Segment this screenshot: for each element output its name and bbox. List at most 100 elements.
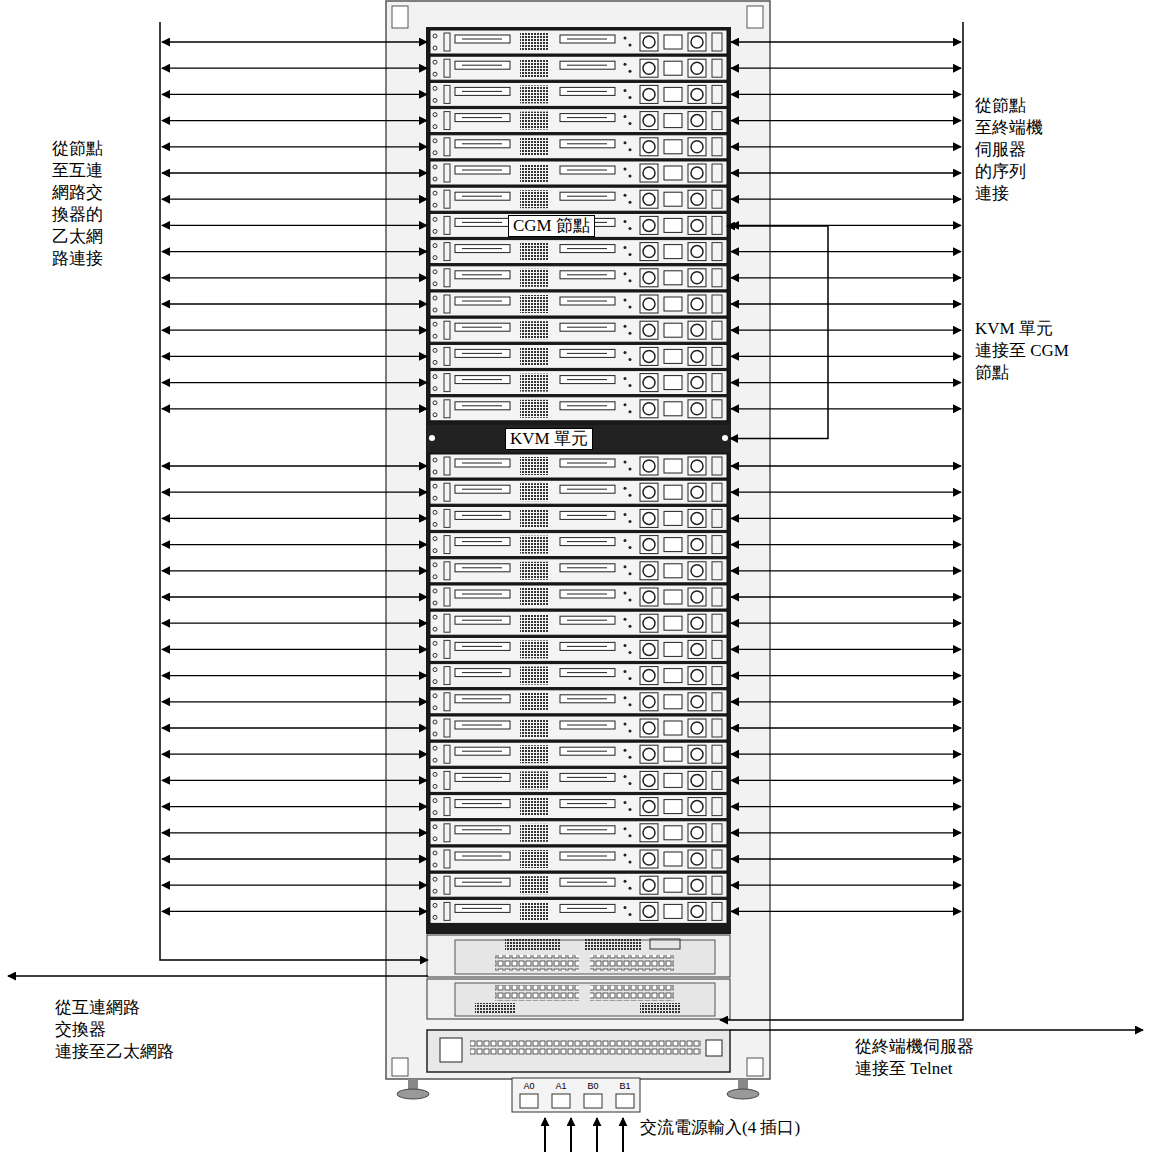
ethernet-arrow <box>162 465 427 466</box>
serial-arrow <box>731 832 961 833</box>
server-unit <box>430 821 727 845</box>
ethernet-arrow <box>162 303 427 304</box>
ethernet-arrow <box>162 885 427 886</box>
ethernet-arrow <box>162 518 427 519</box>
side-caption: 從節點 至互連 網路交 換器的 乙太網 路連接 <box>52 138 112 270</box>
serial-arrow <box>731 172 961 173</box>
ethernet-arrow <box>162 649 427 650</box>
server-unit <box>430 506 727 530</box>
serial-arrow <box>731 251 961 252</box>
ethernet-arrow <box>162 701 427 702</box>
server-unit <box>430 187 727 211</box>
serial-arrow <box>731 570 961 571</box>
ethernet-arrow <box>162 277 427 278</box>
switch-ports <box>590 955 674 971</box>
server-unit <box>430 480 727 504</box>
power-arrow <box>544 1118 546 1152</box>
serial-arrow <box>731 303 961 304</box>
serial-arrow <box>731 754 961 755</box>
ethernet-arrow <box>162 68 427 69</box>
server-unit <box>430 690 727 714</box>
server-unit <box>430 768 727 792</box>
ethernet-out-arrow <box>8 975 428 977</box>
ethernet-arrow <box>162 806 427 807</box>
switch-module <box>650 939 680 949</box>
serial-arrow <box>731 382 961 383</box>
serial-arrow <box>731 277 961 278</box>
ethernet-arrow <box>162 858 427 859</box>
power-caption: 交流電源輸入(4 插口) <box>640 1117 800 1139</box>
kvm-screw <box>722 435 728 441</box>
server-unit <box>430 109 727 133</box>
terminal-console <box>706 1040 722 1056</box>
rack-foot <box>727 1089 759 1099</box>
serial-arrow <box>731 41 961 42</box>
rack-interior <box>426 27 731 934</box>
node-arrow-group <box>162 42 961 911</box>
bottom-caption: 從互連網路 交換器 連接至乙太網路 <box>55 997 187 1063</box>
server-unit <box>430 161 727 185</box>
kvm-connector <box>727 226 828 439</box>
serial-arrow <box>731 330 961 331</box>
switch-ports <box>590 985 674 1001</box>
cgm-node: CGM 節點 <box>430 213 727 239</box>
serial-arrow <box>731 727 961 728</box>
server-unit <box>430 742 727 766</box>
kvm-screw <box>429 435 435 441</box>
kvm-bar <box>427 425 730 452</box>
socket-label: A1 <box>550 1081 572 1091</box>
server-unit <box>430 454 727 478</box>
serial-arrow <box>731 623 961 624</box>
bottom-caption: 從終端機伺服器 連接至 Telnet <box>855 1036 995 1080</box>
serial-arrow <box>731 356 961 357</box>
node-label: CGM 節點 <box>508 215 595 237</box>
serial-arrow <box>731 911 961 912</box>
ethernet-arrow <box>162 330 427 331</box>
switch-face <box>455 983 715 1016</box>
ethernet-bus-line <box>160 22 428 960</box>
ethernet-arrow <box>162 727 427 728</box>
ethernet-arrow <box>162 172 427 173</box>
ethernet-arrow <box>162 754 427 755</box>
server-unit <box>430 240 727 264</box>
server-unit <box>430 847 727 871</box>
serial-arrow <box>731 492 961 493</box>
rack-foot <box>397 1089 429 1099</box>
ethernet-arrow <box>162 199 427 200</box>
ethernet-arrow <box>162 780 427 781</box>
ethernet-arrow <box>162 570 427 571</box>
serial-arrow <box>731 675 961 676</box>
power-inlet-box <box>512 1078 640 1112</box>
serial-arrow <box>731 518 961 519</box>
switch-module <box>505 939 561 951</box>
ethernet-arrow <box>162 251 427 252</box>
switch-module <box>640 1003 680 1013</box>
node-label: KVM 單元 <box>505 428 593 450</box>
server-unit <box>430 82 727 106</box>
serial-arrow <box>731 701 961 702</box>
server-unit <box>430 30 727 54</box>
serial-bus-line <box>720 22 963 1020</box>
side-caption: 從節點 至終端機 伺服器 的序列 連接 <box>975 95 1059 205</box>
power-socket <box>616 1094 634 1108</box>
ethernet-arrow <box>162 408 427 409</box>
serial-arrow <box>731 858 961 859</box>
ethernet-arrow <box>162 623 427 624</box>
server-unit <box>430 318 727 342</box>
rack-frame <box>386 1 770 1079</box>
rack-bracket <box>747 6 763 28</box>
server-group <box>430 30 727 923</box>
serial-arrow <box>731 94 961 95</box>
rack-bracket <box>392 6 408 28</box>
serial-arrow <box>731 544 961 545</box>
serial-arrow <box>731 146 961 147</box>
power-socket <box>584 1094 602 1108</box>
power-arrow <box>596 1118 598 1152</box>
server-unit <box>430 664 727 688</box>
server-unit <box>430 213 727 237</box>
server-unit <box>430 795 727 819</box>
serial-arrow <box>731 806 961 807</box>
ethernet-arrow <box>162 356 427 357</box>
switch-chassis <box>427 935 730 977</box>
terminal-ports <box>470 1040 701 1056</box>
